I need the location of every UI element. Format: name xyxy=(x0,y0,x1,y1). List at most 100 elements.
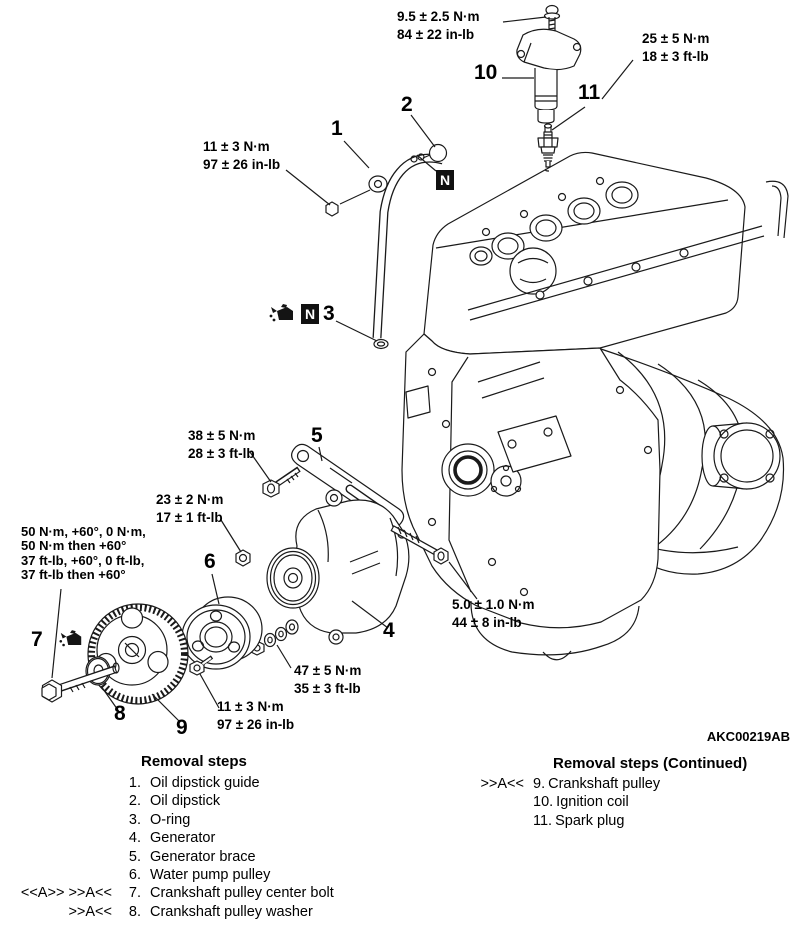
legend-item: 1. Oil dipstick guide xyxy=(0,774,445,792)
item-number: 4. xyxy=(128,830,141,847)
removal-steps-continued-legend: Removal steps (Continued) >>A<< 9. Crank… xyxy=(440,745,794,845)
item-number: 7. xyxy=(128,885,141,902)
reuse-marker: >>A<< xyxy=(480,776,524,792)
item-number: 11. xyxy=(533,812,553,829)
legend-item: 10. Ignition coil xyxy=(440,793,794,811)
spark-plug-drawing xyxy=(537,123,559,172)
callout-1-oil-dipstick-guide: 1 xyxy=(331,117,343,140)
legend-item: >>A<< 9. Crankshaft pulley xyxy=(440,775,794,793)
water-pump-pulley-drawing xyxy=(181,596,263,676)
legend-item: 11. Spark plug xyxy=(440,812,794,830)
torque-water-pump-bolt: 11 ± 3 N·m 97 ± 26 in-lb xyxy=(217,698,294,733)
item-label: Ignition coil xyxy=(556,794,629,811)
leader-lines xyxy=(51,16,634,722)
item-label: Crankshaft pulley washer xyxy=(150,903,313,920)
torque-line: 5.0 ± 1.0 N·m xyxy=(452,597,535,612)
torque-line: 28 ± 3 ft-lb xyxy=(188,445,255,461)
legend-rows: >>A<< 9. Crankshaft pulley 10. Ignition … xyxy=(440,775,794,830)
crankshaft-bolt-drawing xyxy=(41,662,120,703)
item-number: 9. xyxy=(533,776,546,792)
torque-line: 37 ft-lb then +60° xyxy=(21,566,126,582)
torque-line: 97 ± 26 in-lb xyxy=(203,156,281,172)
torque-line: 84 ± 22 in-lb xyxy=(397,26,475,42)
callout-2-oil-dipstick: 2 xyxy=(401,93,413,116)
item-label: Generator xyxy=(150,830,216,847)
item-label: Oil dipstick xyxy=(150,793,221,810)
lubricant-n-symbol: N xyxy=(301,304,319,324)
item-label: Crankshaft pulley xyxy=(548,776,661,792)
generator-bolt-drawing xyxy=(390,525,449,565)
item-label: Water pump pulley xyxy=(150,866,271,883)
reuse-marker xyxy=(0,774,119,792)
torque-line: 50 N·m then +60° xyxy=(21,538,127,554)
callout-6-water-pump-pulley: 6 xyxy=(204,550,216,573)
torque-line: 25 ± 5 N·m xyxy=(642,31,710,46)
torque-brace-bolt: 38 ± 5 N·m 28 ± 3 ft-lb xyxy=(188,427,255,462)
callout-4-generator: 4 xyxy=(383,619,395,642)
item-label: O-ring xyxy=(150,811,191,828)
item-number: 10. xyxy=(533,794,554,811)
legend-item: 2. Oil dipstick xyxy=(0,792,445,810)
figure-code: AKC00219AB xyxy=(706,729,790,744)
legend-item: 6. Water pump pulley xyxy=(0,866,445,884)
torque-spark-plug: 25 ± 5 N·m 18 ± 3 ft-lb xyxy=(642,30,709,65)
brace-nut-drawing xyxy=(235,549,251,567)
item-label: Crankshaft pulley center bolt xyxy=(150,885,334,902)
item-label: Generator brace xyxy=(150,848,256,865)
torque-line: 47 ± 5 N·m xyxy=(294,663,362,678)
torque-line: 17 ± 1 ft-lb xyxy=(156,509,223,525)
torque-brace-nut: 23 ± 2 N·m 17 ± 1 ft-lb xyxy=(156,491,223,526)
item-number: 6. xyxy=(128,866,141,883)
callout-3-o-ring: 3 xyxy=(323,302,335,325)
legend-title: Removal steps xyxy=(141,753,247,770)
callout-7-crank-bolt: 7 xyxy=(31,628,43,651)
torque-line: 9.5 ± 2.5 N·m xyxy=(397,9,480,24)
torque-coil-screw: 9.5 ± 2.5 N·m 84 ± 22 in-lb xyxy=(397,8,479,43)
reuse-marker: <<A>> >>A<< xyxy=(20,885,112,902)
torque-line: 97 ± 26 in-lb xyxy=(217,716,295,732)
generator-drawing xyxy=(266,489,410,645)
torque-dipstick-bolt: 11 ± 3 N·m 97 ± 26 in-lb xyxy=(203,138,280,173)
reuse-marker xyxy=(0,792,119,810)
callout-10-ignition-coil: 10 xyxy=(474,61,498,84)
torque-line: 38 ± 5 N·m xyxy=(188,428,256,443)
reuse-marker: >>A<< xyxy=(68,903,112,920)
grease-symbol-icon xyxy=(58,629,84,653)
torque-line: 23 ± 2 N·m xyxy=(156,492,224,507)
brace-bolt-drawing xyxy=(262,466,301,498)
reuse-marker xyxy=(0,866,119,884)
reuse-marker xyxy=(0,829,119,847)
torque-line: 11 ± 3 N·m xyxy=(203,139,270,154)
valve-cover-drawing xyxy=(423,151,789,355)
legend-item: >>A<< 8. Crankshaft pulley washer xyxy=(0,903,445,921)
grease-symbol-icon xyxy=(268,303,296,328)
crankshaft-pulley-drawing xyxy=(87,603,189,705)
lubricant-n-symbol: N xyxy=(436,170,454,190)
torque-generator-bolt: 5.0 ± 1.0 N·m 44 ± 8 in-lb xyxy=(452,596,534,631)
torque-line: 11 ± 3 N·m xyxy=(217,699,284,714)
item-label: Spark plug xyxy=(555,812,625,829)
dipstick-drawing xyxy=(325,143,448,350)
item-label: Oil dipstick guide xyxy=(150,775,260,791)
reuse-marker xyxy=(440,812,533,830)
torque-line: 35 ± 3 ft-lb xyxy=(294,680,361,696)
callout-5-generator-brace: 5 xyxy=(311,424,323,447)
item-number: 1. xyxy=(128,775,141,791)
torque-line: 37 ft-lb, +60°, 0 ft-lb, xyxy=(21,552,145,568)
torque-line: 44 ± 8 in-lb xyxy=(452,614,522,630)
torque-line: 18 ± 3 ft-lb xyxy=(642,48,709,64)
callout-9-crank-pulley: 9 xyxy=(176,716,188,739)
reuse-marker xyxy=(0,811,119,829)
generator-nut-washers-drawing xyxy=(249,619,299,656)
torque-crank-bolt: 50 N·m, +60°, 0 N·m, 50 N·m then +60° 37… xyxy=(21,524,146,582)
item-number: 3. xyxy=(128,811,141,828)
legend-rows: 1. Oil dipstick guide 2. Oil dipstick 3.… xyxy=(0,774,445,921)
item-number: 8. xyxy=(128,903,141,920)
torque-generator-nut: 47 ± 5 N·m 35 ± 3 ft-lb xyxy=(294,662,361,697)
throttle-body-drawing xyxy=(701,422,781,490)
legend-item: 3. O-ring xyxy=(0,811,445,829)
removal-steps-legend: Removal steps 1. Oil dipstick guide 2. O… xyxy=(0,745,445,930)
ignition-coil-drawing xyxy=(516,4,582,124)
